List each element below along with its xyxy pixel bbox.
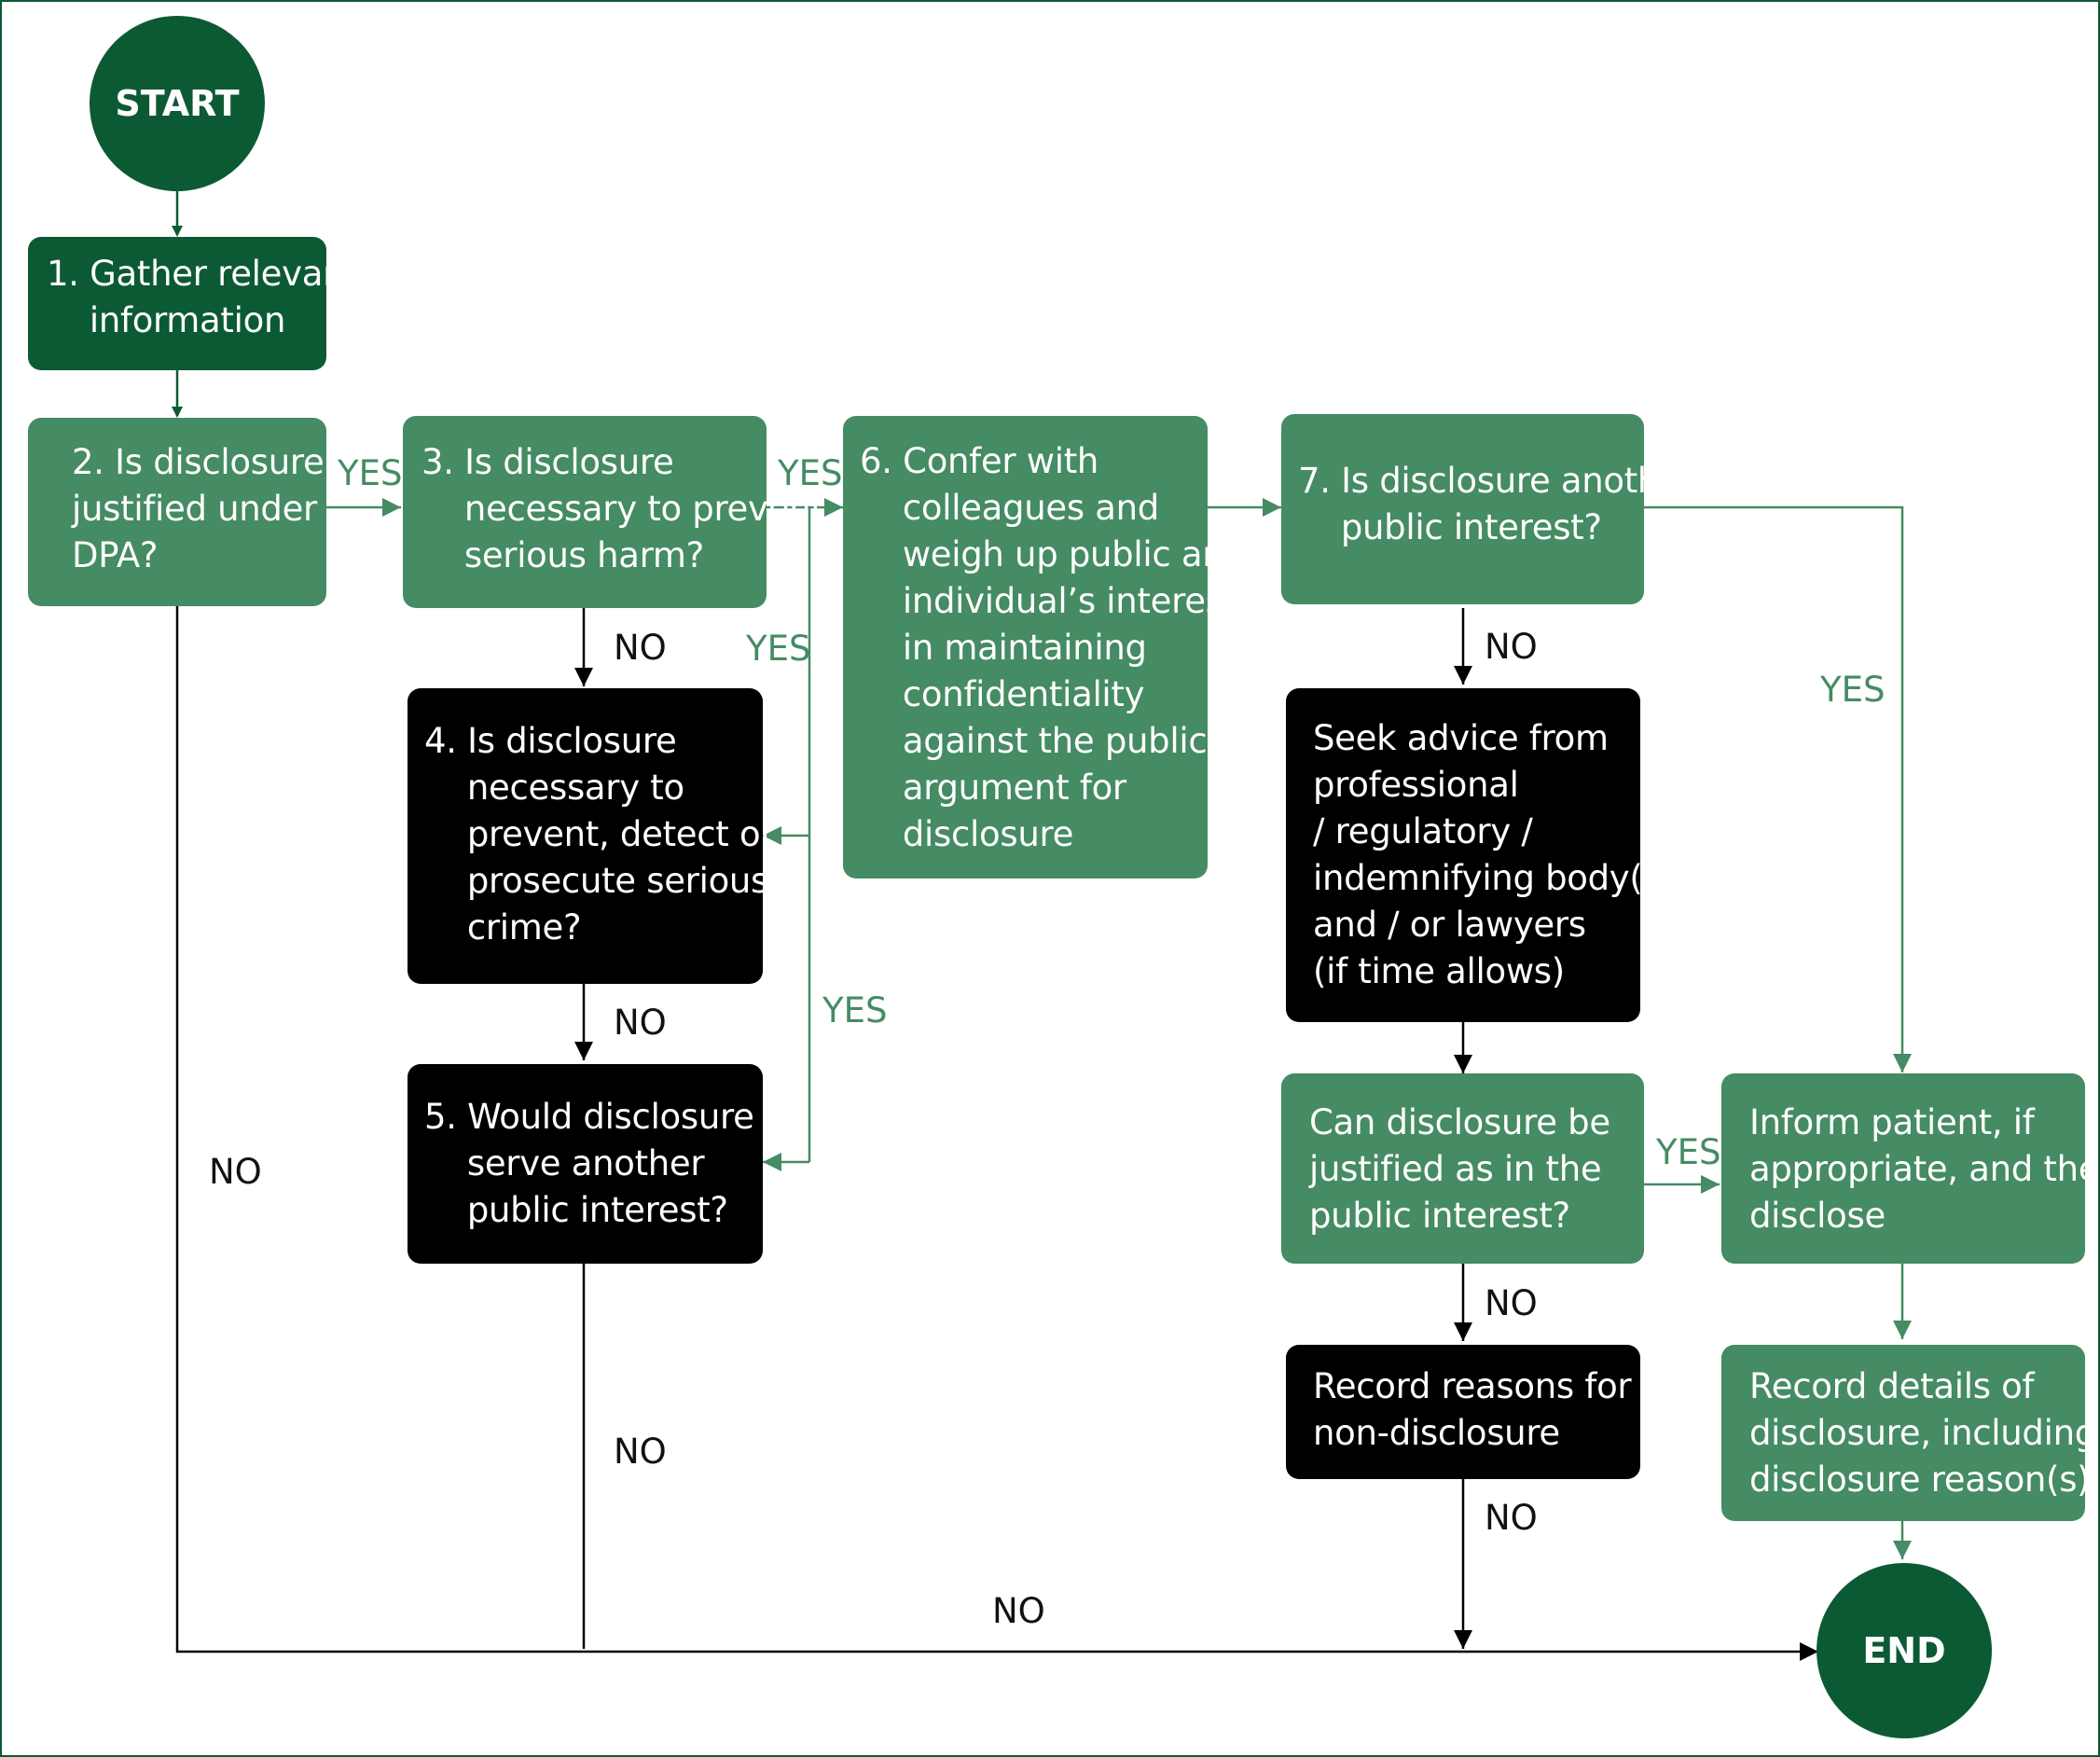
yes-label-can: YES (1656, 1132, 1721, 1172)
step-4-text: 4. Is disclosure necessary to prevent, d… (424, 721, 775, 948)
step-1-box: 1. Gather relevant information (28, 237, 358, 370)
yes-label-4-5: YES (822, 990, 888, 1031)
step-5-box: 5. Would disclosure serve another public… (408, 1064, 763, 1264)
no-label-3: NO (614, 628, 667, 668)
record-details-text: Record details of disclosure, including … (1749, 1366, 2096, 1500)
step-2-text: 2. Is disclosure justified under DPA? (72, 442, 325, 575)
yes-label-2-3: YES (338, 453, 403, 493)
seek-advice-text: Seek advice from professional / regulato… (1313, 718, 1674, 991)
no-label-5: NO (614, 1432, 667, 1472)
step-7-text: 7. Is disclosure another public interest… (1298, 461, 1694, 547)
no-label-bottom: NO (992, 1591, 1045, 1631)
step-1-text: 1. Gather relevant information (47, 254, 358, 340)
inform-patient-box: Inform patient, if appropriate, and then… (1721, 1073, 2100, 1264)
seek-advice-box: Seek advice from professional / regulato… (1286, 688, 1674, 1022)
no-label-7: NO (1485, 627, 1538, 667)
yes-label-3-4: YES (746, 629, 811, 669)
start-label: START (115, 83, 240, 124)
step-6-text: 6. Confer with colleagues and weigh up p… (860, 441, 1246, 854)
end-label: END (1862, 1630, 1946, 1671)
inform-patient-text: Inform patient, if appropriate, and then… (1749, 1102, 2100, 1236)
record-non-disclosure-box: Record reasons for non-disclosure (1286, 1345, 1640, 1479)
yes-label-7: YES (1820, 670, 1886, 710)
no-label-record: NO (1485, 1498, 1538, 1538)
no-label-2: NO (209, 1152, 262, 1192)
record-details-box: Record details of disclosure, including … (1721, 1345, 2096, 1521)
step-7-box: 7. Is disclosure another public interest… (1281, 414, 1694, 604)
can-disclosure-text: Can disclosure be justified as in the pu… (1309, 1102, 1610, 1236)
start-node: START (90, 16, 265, 191)
step-3-text: 3. Is disclosure necessary to prevent se… (421, 442, 824, 575)
end-node: END (1817, 1563, 1992, 1738)
step-2-box: 2. Is disclosure justified under DPA? (28, 418, 326, 606)
step-4-box: 4. Is disclosure necessary to prevent, d… (408, 688, 775, 984)
step-6-box: 6. Confer with colleagues and weigh up p… (843, 416, 1246, 878)
step-3-box: 3. Is disclosure necessary to prevent se… (403, 416, 824, 608)
step-5-text: 5. Would disclosure serve another public… (424, 1097, 754, 1230)
record-non-disclosure-text: Record reasons for non-disclosure (1313, 1366, 1632, 1453)
can-disclosure-box: Can disclosure be justified as in the pu… (1281, 1073, 1644, 1264)
no-label-can: NO (1485, 1283, 1538, 1323)
yes-label-3-6: YES (778, 453, 843, 493)
no-label-4: NO (614, 1003, 667, 1043)
